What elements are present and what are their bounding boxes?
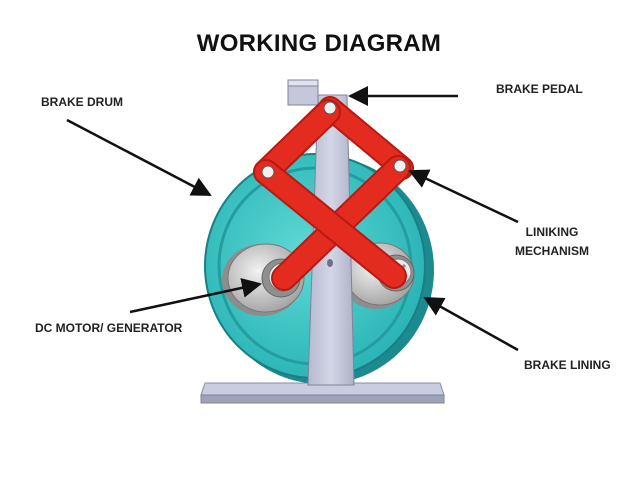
dc-motor-arrow — [129, 278, 262, 314]
linking-mechanism-label-line2: MECHANISM — [515, 244, 589, 258]
brake-drum-arrow — [66, 118, 212, 197]
brake-pedal-label: BRAKE PEDAL — [496, 82, 583, 96]
brake-drum-label: BRAKE DRUM — [41, 95, 123, 109]
linking-mechanism-arrow — [408, 169, 519, 224]
brake-lining-label: BRAKE LINING — [524, 358, 611, 372]
diagram-title: WORKING DIAGRAM — [196, 30, 442, 57]
linking-mechanism-label-line1: LINIKING — [525, 225, 579, 239]
base-plate — [200, 382, 445, 404]
dc-motor-generator-label: DC MOTOR/ GENERATOR — [35, 321, 183, 335]
linking-mechanism — [253, 96, 414, 291]
brake-lining-arrow — [423, 296, 519, 352]
